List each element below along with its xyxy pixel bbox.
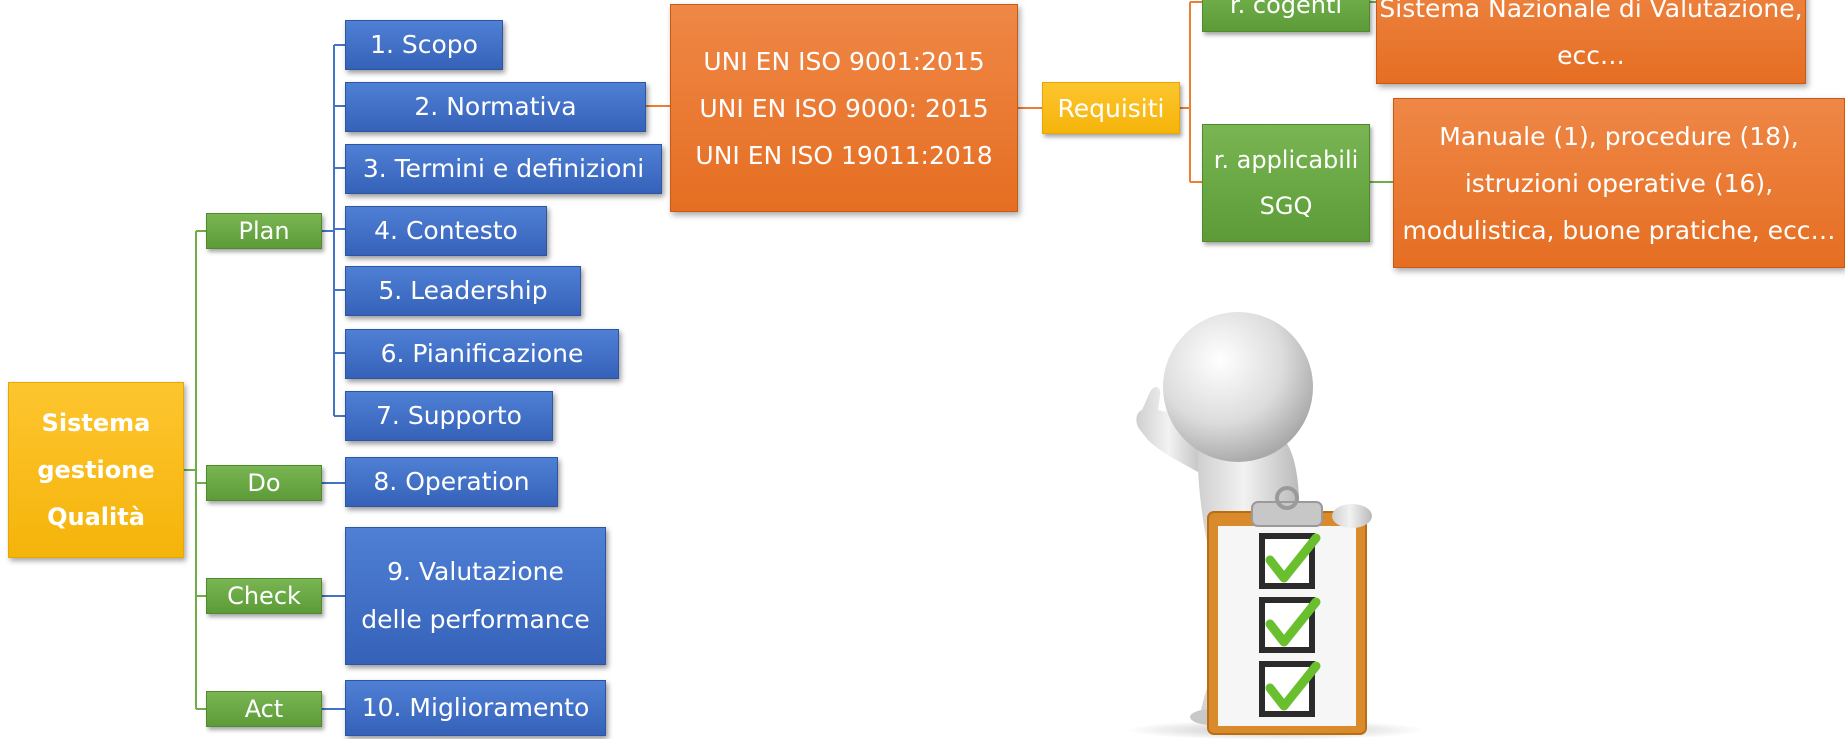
clause-9-line-1: 9. Valutazione [387, 557, 564, 586]
applicabili-label-line-1: r. applicabili [1213, 146, 1359, 174]
clause-9-valutazione: 9. Valutazione delle performance [345, 527, 606, 665]
checkbox-1-icon [1259, 533, 1321, 589]
root-line-2: gestione [37, 455, 155, 484]
clause-4-contesto: 4. Contesto [345, 206, 547, 256]
iso-standards-box: UNI EN ISO 9001:2015 UNI EN ISO 9000: 20… [670, 4, 1018, 212]
applicabili-detail-line-1: Manuale (1), procedure (18), [1439, 121, 1799, 151]
phase-plan: Plan [206, 213, 322, 249]
clause-10-miglioramento: 10. Miglioramento [345, 680, 606, 736]
clause-9-line-2: delle performance [361, 605, 590, 634]
root-node-sistema-gestione-qualita: Sistema gestione Qualità [8, 382, 184, 558]
requisiti-applicabili-node: r. applicabili SGQ [1202, 124, 1370, 242]
phase-act: Act [206, 691, 322, 727]
requisiti-node: Requisiti [1042, 82, 1180, 134]
checkbox-2-icon [1259, 597, 1321, 653]
thumbs-up-checklist-figure-icon [1125, 312, 1425, 739]
root-line-3: Qualità [47, 502, 145, 531]
clause-6-pianificazione: 6. Pianificazione [345, 329, 619, 379]
phase-do: Do [206, 465, 322, 501]
checkbox-3-icon [1259, 661, 1321, 717]
standard-iso-9000: UNI EN ISO 9000: 2015 [699, 93, 989, 123]
clause-5-leadership: 5. Leadership [345, 266, 581, 316]
clause-7-supporto: 7. Supporto [345, 391, 553, 441]
cogenti-detail-line-1: Sistema Nazionale di Valutazione, [1379, 0, 1803, 23]
root-line-1: Sistema [41, 408, 151, 437]
applicabili-detail-box: Manuale (1), procedure (18), istruzioni … [1393, 98, 1845, 268]
clause-8-operation: 8. Operation [345, 457, 558, 507]
cogenti-detail-line-2: ecc… [1557, 41, 1625, 70]
standard-iso-9001: UNI EN ISO 9001:2015 [703, 46, 985, 76]
standard-iso-19011: UNI EN ISO 19011:2018 [695, 140, 993, 170]
phase-check: Check [206, 578, 322, 614]
applicabili-label-line-2: SGQ [1259, 192, 1313, 220]
applicabili-detail-line-3: modulistica, buone pratiche, ecc… [1402, 215, 1836, 245]
connector-root-phases [184, 230, 206, 710]
clause-3-termini: 3. Termini e definizioni [345, 144, 662, 194]
applicabili-detail-line-2: istruzioni operative (16), [1464, 168, 1774, 198]
cogenti-detail-box: Sistema Nazionale di Valutazione, ecc… [1376, 0, 1806, 84]
clause-1-scopo: 1. Scopo [345, 20, 503, 70]
connector-plan-clauses [322, 44, 345, 417]
requisiti-cogenti-node: r. cogenti [1202, 0, 1370, 32]
connector-requisiti-types [1180, 1, 1202, 183]
clause-2-normativa: 2. Normativa [345, 82, 646, 132]
